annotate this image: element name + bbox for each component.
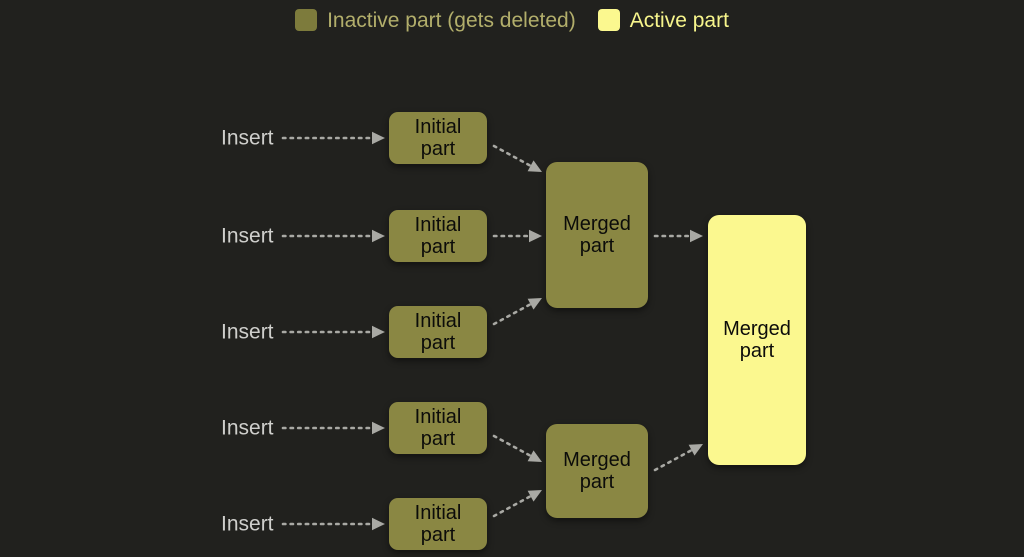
legend-label-active: Active part	[629, 8, 729, 32]
legend-label-inactive: Inactive part (gets deleted)	[327, 8, 576, 32]
initial-2-to-merged-1	[492, 229, 542, 243]
legend: Inactive part (gets deleted) Active part	[0, 9, 1024, 31]
inactive-swatch-icon	[295, 9, 318, 31]
insert-to-initial-1	[281, 131, 385, 145]
initial-part-node-4[interactable]: Initial part	[389, 402, 487, 454]
insert-label-4: Insert	[221, 416, 274, 440]
initial-part-node-1[interactable]: Initial part	[389, 112, 487, 164]
merged-part-node-1[interactable]: Merged part	[546, 162, 648, 308]
initial-5-to-merged-2	[492, 490, 542, 518]
insert-to-initial-5	[281, 517, 385, 531]
insert-label-2: Insert	[221, 224, 274, 248]
insert-label-1: Insert	[221, 126, 274, 150]
insert-label-5: Insert	[221, 512, 274, 536]
initial-3-to-merged-1	[492, 298, 542, 326]
merged-part-node-2[interactable]: Merged part	[546, 424, 648, 518]
insert-label-3: Insert	[221, 320, 274, 344]
legend-entry-active: Active part	[597, 8, 729, 32]
insert-to-initial-2	[281, 229, 385, 243]
merged-1-to-final	[653, 229, 703, 243]
merged-2-to-final	[653, 444, 703, 472]
initial-part-node-2[interactable]: Initial part	[389, 210, 487, 262]
legend-entry-inactive: Inactive part (gets deleted)	[295, 9, 576, 31]
insert-to-initial-4	[281, 421, 385, 435]
initial-1-to-merged-1	[492, 144, 542, 172]
final-merged-part-node[interactable]: Merged part	[708, 215, 806, 465]
insert-to-initial-3	[281, 325, 385, 339]
active-swatch-icon	[597, 9, 620, 31]
initial-4-to-merged-2	[492, 434, 542, 462]
initial-part-node-3[interactable]: Initial part	[389, 306, 487, 358]
initial-part-node-5[interactable]: Initial part	[389, 498, 487, 550]
